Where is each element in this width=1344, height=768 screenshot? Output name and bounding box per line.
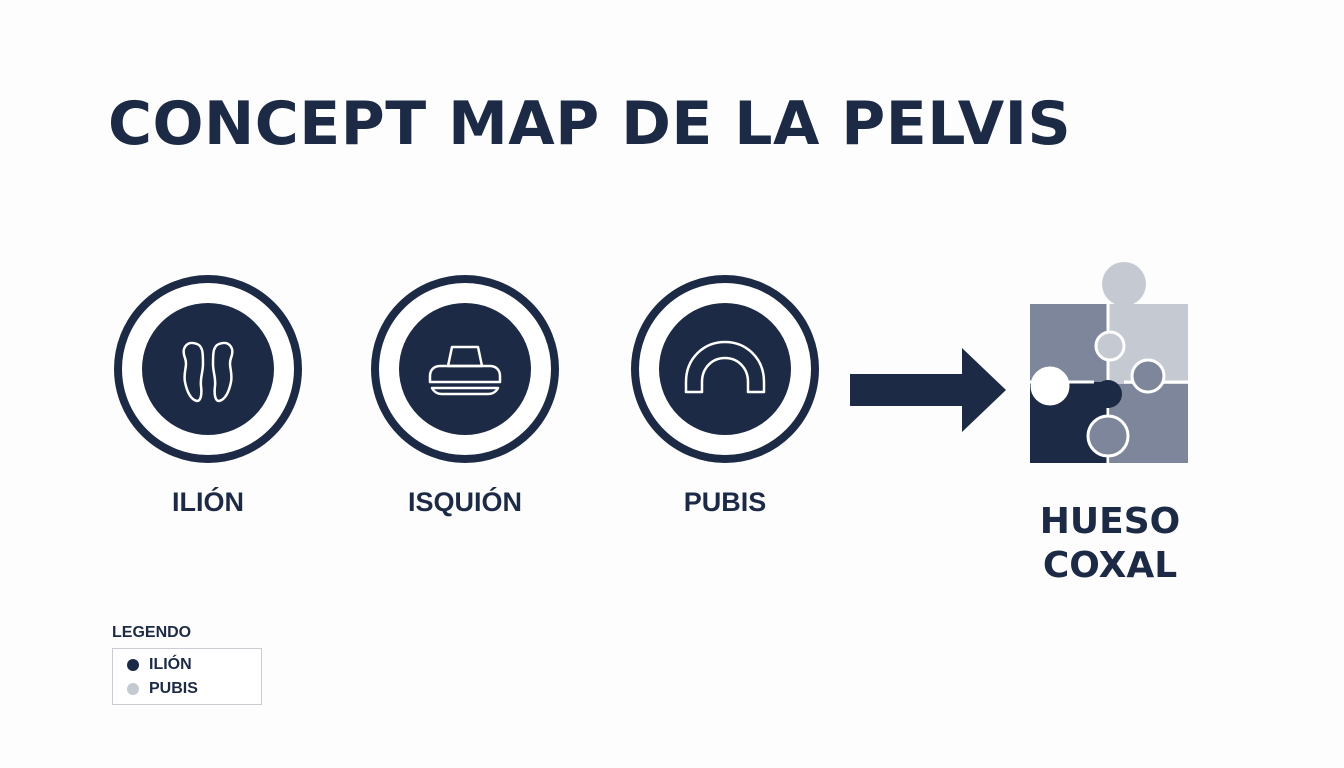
legend-item-ilion: ILIÓN bbox=[127, 656, 192, 674]
legend-dot-light bbox=[127, 683, 139, 695]
puzzle-pieces-icon bbox=[1030, 262, 1188, 463]
node-pubis bbox=[630, 274, 820, 464]
node-isquion bbox=[370, 274, 560, 464]
ischium-block-icon bbox=[371, 275, 559, 463]
legend-item-label: ILIÓN bbox=[149, 656, 192, 673]
node-label-pubis: PUBIS bbox=[683, 487, 767, 517]
legend-item-label: PUBIS bbox=[149, 680, 198, 697]
result-label-line2: COXAL bbox=[1042, 545, 1178, 586]
legend-title: LEGENDO bbox=[112, 624, 192, 641]
node-label-ilion: ILIÓN bbox=[172, 487, 244, 517]
page-title: CONCEPT MAP DE LA PELVIS bbox=[108, 89, 1072, 159]
result-label-line1: HUESO bbox=[1039, 501, 1181, 542]
node-label-isquion: ISQUIÓN bbox=[407, 487, 522, 517]
node-ilion bbox=[113, 274, 303, 464]
legend-box: ILIÓN PUBIS bbox=[112, 648, 262, 705]
pubis-arch-icon bbox=[631, 275, 819, 463]
right-arrow-icon bbox=[850, 348, 1006, 432]
legend-dot-navy bbox=[127, 659, 139, 671]
ilium-bones-icon bbox=[114, 275, 302, 463]
result-label: HUESO COXAL bbox=[1000, 500, 1220, 588]
legend-item-pubis: PUBIS bbox=[127, 680, 198, 698]
